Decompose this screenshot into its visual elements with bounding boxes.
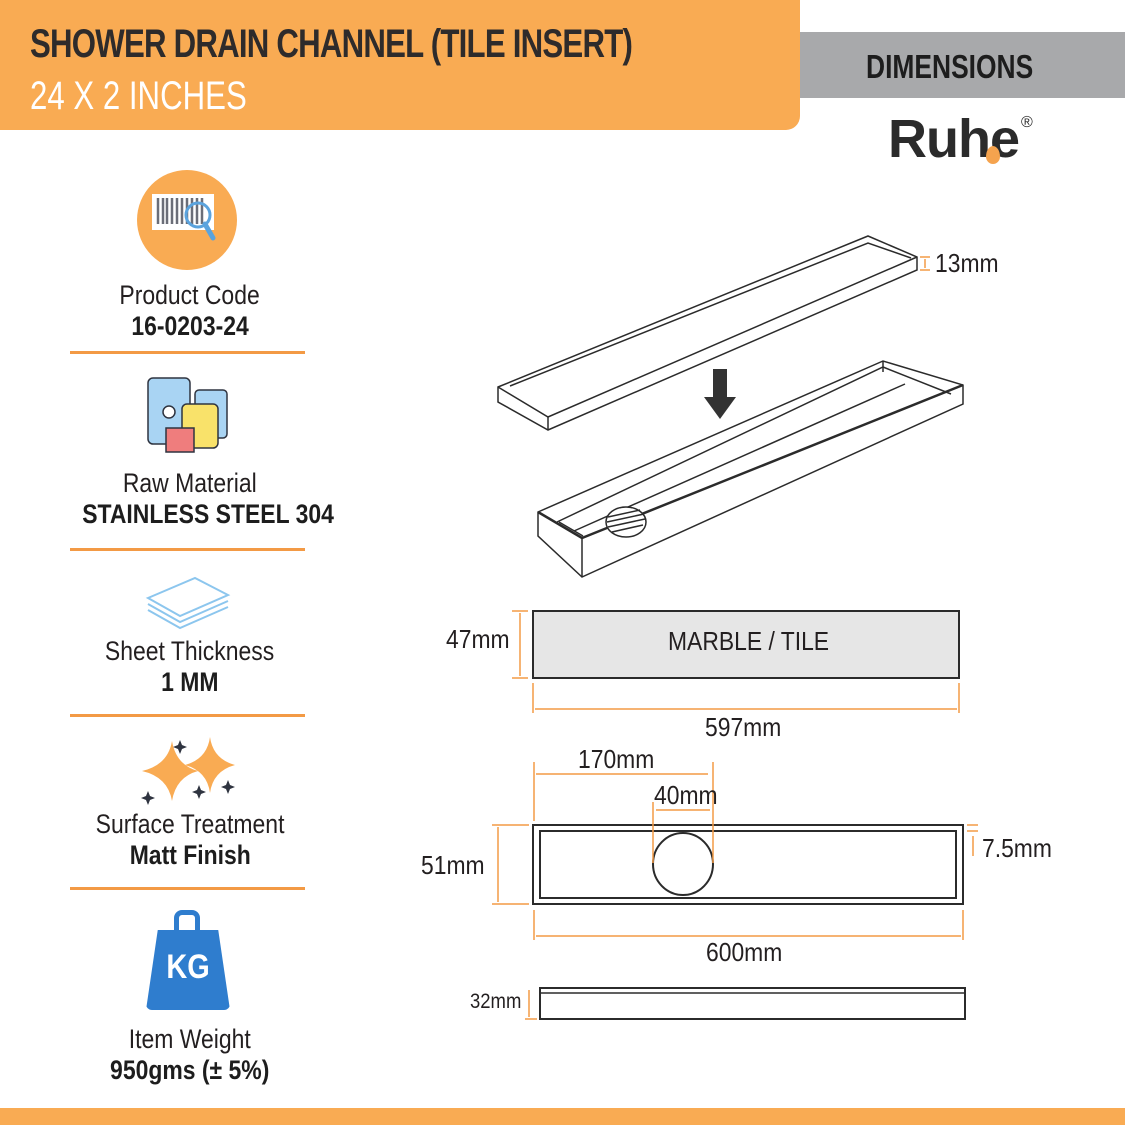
spec-value: 16-0203-24 (131, 311, 249, 341)
divider (70, 351, 305, 354)
outlet-circle (652, 832, 714, 896)
water-drop-icon (986, 146, 1000, 164)
divider (70, 548, 305, 551)
spec-label: Product Code (119, 280, 261, 310)
channel-length-label: 600mm (706, 937, 783, 967)
footer-bar (0, 1108, 1125, 1125)
channel-dimension-lines (492, 762, 978, 940)
kg-label: KG (166, 948, 210, 986)
spec-item-weight: KG Item Weight 950gms (± 5%) (60, 908, 320, 1086)
barcode-search-icon (137, 170, 237, 270)
product-size: 24 X 2 INCHES (30, 74, 247, 118)
tray-depth-label: 13mm (935, 248, 999, 278)
spec-raw-material: Raw Material STAINLESS STEEL 304 (60, 370, 334, 551)
spec-product-code: Product Code 16-0203-24 (60, 168, 320, 354)
marble-tile-label: MARBLE / TILE (668, 626, 830, 656)
marble-width-label: 597mm (705, 712, 782, 742)
spec-value: STAINLESS STEEL 304 (82, 499, 334, 529)
product-title: SHOWER DRAIN CHANNEL (TILE INSERT) (30, 22, 633, 66)
stacked-sheets-icon (145, 576, 231, 630)
drain-outlet-grate-icon (605, 506, 647, 538)
divider (70, 887, 305, 890)
sparkle-icon (141, 737, 235, 805)
tile-insert-tray-drawing (497, 235, 918, 431)
spec-label: Raw Material (123, 468, 257, 498)
registered-mark: ® (1021, 114, 1033, 131)
marble-height-label: 47mm (446, 624, 510, 654)
outlet-diameter-label: 40mm (654, 780, 718, 810)
channel-top-view-inner (539, 830, 957, 899)
marble-dimension-lines (512, 610, 960, 713)
spec-value: Matt Finish (129, 840, 251, 870)
title-banner: SHOWER DRAIN CHANNEL (TILE INSERT) 24 X … (0, 0, 800, 130)
spec-label: Surface Treatment (95, 809, 285, 839)
spec-sheet-thickness: Sheet Thickness 1 MM (60, 568, 320, 717)
spec-label: Item Weight (128, 1024, 252, 1054)
spec-value: 1 MM (161, 667, 219, 697)
kg-weight-icon: KG (60, 908, 320, 1018)
side-dimension-lines (525, 990, 537, 1020)
outlet-offset-label: 170mm (578, 744, 655, 774)
spec-surface-treatment: Surface Treatment Matt Finish (60, 735, 320, 890)
raw-material-barrels-icon (147, 377, 228, 453)
down-arrow-icon (704, 369, 736, 419)
channel-height-label: 51mm (421, 850, 485, 880)
divider (70, 714, 305, 717)
rim-width-label: 7.5mm (982, 833, 1052, 863)
spec-value: 950gms (± 5%) (110, 1055, 270, 1085)
brand-logo: Ruhe® (888, 108, 1033, 170)
channel-top-view-outer (532, 824, 964, 905)
spec-label: Sheet Thickness (105, 636, 275, 666)
side-height-label: 32mm (470, 990, 522, 1013)
dimensions-banner: DIMENSIONS (800, 32, 1125, 98)
channel-body-drawing (537, 360, 964, 578)
tray-depth-marker (920, 256, 930, 271)
marble-tile-rect (532, 610, 960, 679)
dimensions-label: DIMENSIONS (866, 48, 1034, 85)
